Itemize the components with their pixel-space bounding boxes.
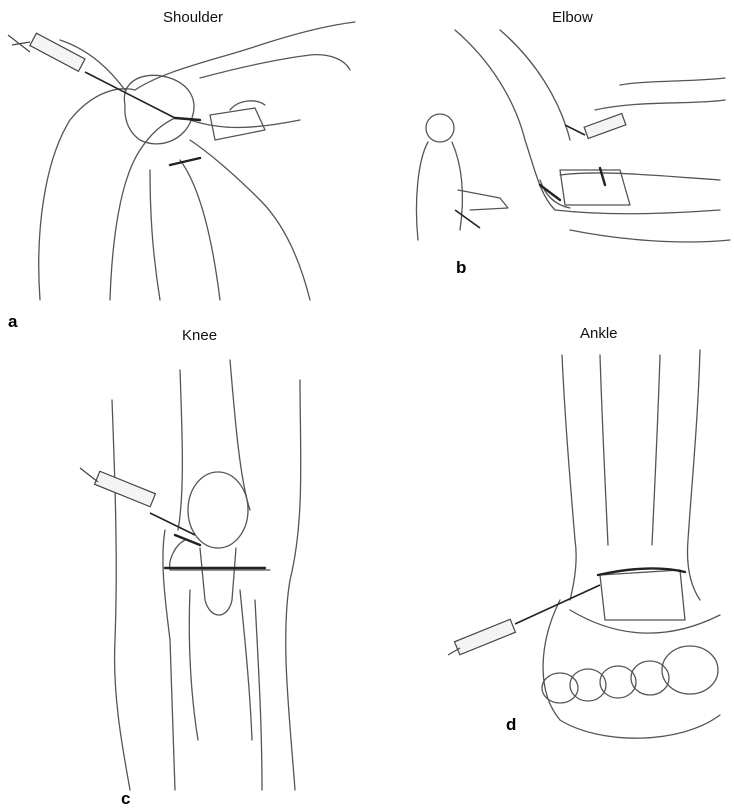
syringe-icon [448,585,600,655]
syringe-icon [80,468,195,535]
knee-illustration [80,360,301,790]
ankle-illustration [448,350,720,738]
shoulder-illustration [8,22,355,300]
syringe-icon [565,114,626,139]
elbow-illustration [416,30,730,242]
